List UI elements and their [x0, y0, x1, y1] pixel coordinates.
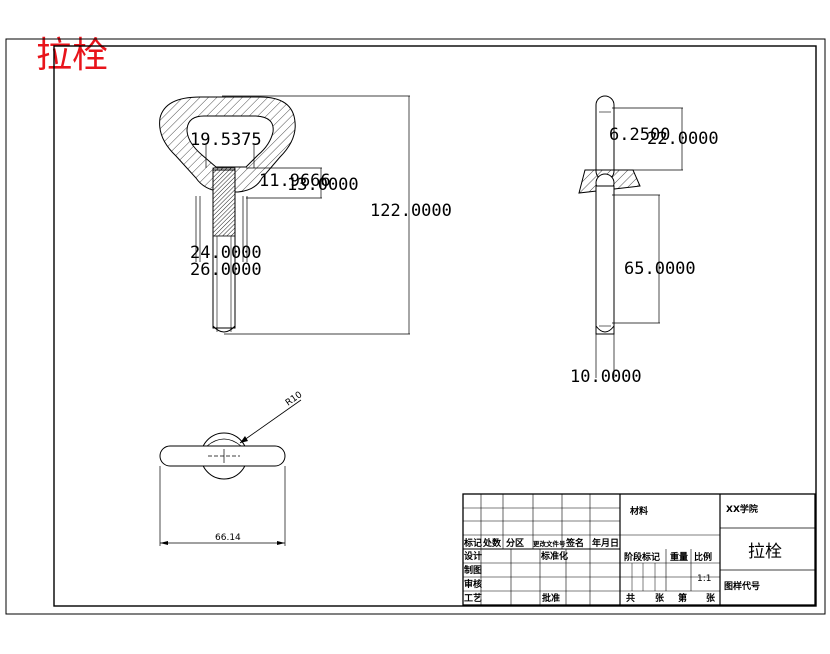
tb-process: 工艺 — [464, 592, 482, 604]
dim-10: 10.0000 — [570, 367, 642, 387]
tb-drafting: 制图 — [464, 564, 482, 576]
tb-approve: 批准 — [542, 592, 560, 604]
dim-22: 22.0000 — [647, 129, 719, 149]
title-block — [462, 493, 816, 606]
top-view: R10 66.14 — [159, 390, 304, 546]
tb-drawing-code: 图样代号 — [724, 580, 760, 592]
outer-frame — [5, 38, 826, 615]
tb-marks: 标记 — [463, 537, 482, 549]
dim-122: 122.0000 — [370, 201, 452, 221]
tb-part-name: 拉栓 — [748, 542, 782, 562]
tb-date: 年月日 — [592, 537, 619, 549]
tb-standardize: 标准化 — [540, 550, 568, 562]
dim-65: 65.0000 — [624, 259, 696, 279]
tb-design: 设计 — [464, 550, 482, 562]
side-view: 6.2500 22.0000 65.0000 10.0000 — [570, 95, 719, 387]
tb-material: 材料 — [629, 505, 648, 517]
tb-school: XX学院 — [726, 503, 758, 515]
tb-total: 共 — [626, 592, 635, 604]
ring-hole — [186, 115, 274, 168]
dim-6: 6.2500 — [609, 125, 670, 145]
tb-zone: 分区 — [506, 537, 524, 549]
dim-24: 24.0000 — [190, 243, 262, 263]
shank-end — [212, 325, 236, 333]
tb-weight: 重量 — [670, 551, 688, 563]
tb-review: 审核 — [464, 578, 482, 590]
drawing-title: 拉栓 — [36, 35, 109, 76]
tb-signature: 签名 — [565, 537, 584, 549]
tb-sheet2: 张 — [706, 592, 716, 604]
tb-sheet: 张 — [655, 592, 665, 604]
tb-stage-mark: 阶段标记 — [624, 551, 660, 563]
tb-change-doc: 更改文件号 — [533, 539, 566, 548]
front-view: 19.5375 11.9666 13.0000 122.0000 24.0000… — [159, 95, 452, 335]
tb-scale: 比例 — [694, 551, 712, 563]
tb-number: 第 — [678, 592, 687, 604]
dim-19: 19.5375 — [190, 130, 262, 150]
bottom-width-label: 66.14 — [215, 533, 241, 543]
radius-label: R10 — [284, 390, 304, 409]
tb-count: 处数 — [482, 537, 502, 549]
dim-13: 13.0000 — [287, 175, 359, 195]
tb-scale-value: 1:1 — [697, 574, 711, 584]
dim-11: 11.9666 — [259, 171, 331, 191]
shank-hatch — [212, 167, 236, 237]
dim-26: 26.0000 — [190, 260, 262, 280]
inner-border — [53, 45, 817, 607]
